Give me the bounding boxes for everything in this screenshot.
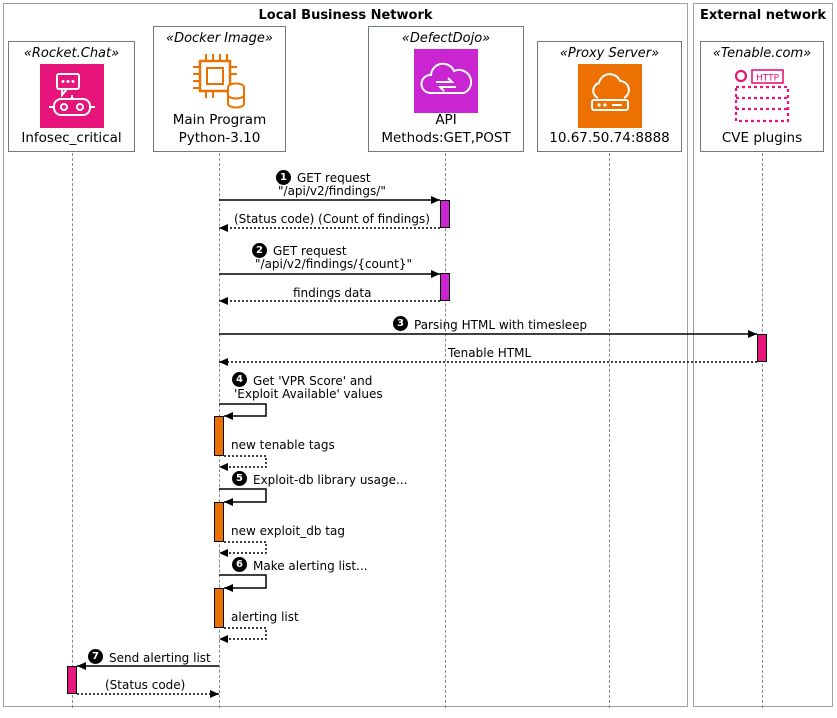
reply-label-5: new exploit_db tag — [231, 524, 345, 538]
arrow-r6 — [219, 627, 267, 643]
step-number-4: 4 — [232, 372, 247, 387]
reply-label-3: Tenable HTML — [448, 346, 532, 360]
participant-stereotype: «Tenable.com» — [712, 46, 812, 61]
reply-label-7: (Status code) — [105, 678, 186, 692]
participant-defectdojo: «DefectDojo» API Methods:GET,POST — [368, 26, 524, 152]
http-label: HTTP — [756, 74, 780, 84]
lifeline-tenable — [762, 153, 763, 708]
message-label-2-line2: "/api/v2/findings/{count}" — [255, 257, 412, 271]
arrow-m5 — [219, 488, 267, 506]
participant-name: Main Program — [172, 112, 267, 128]
local-network-title: Local Business Network — [258, 8, 433, 23]
participant-name: Infosec_critical — [21, 130, 122, 146]
message-label-2: GET request — [273, 244, 347, 258]
arrow-r5 — [219, 541, 267, 557]
participant-stereotype: «Docker Image» — [166, 31, 273, 46]
message-label-1-line2: "/api/v2/findings/" — [278, 184, 386, 198]
participant-main-program: «Docker Image» Main Program Python-3.10 — [153, 26, 286, 152]
participant-name: API — [435, 112, 457, 128]
step-number-6: 6 — [232, 557, 247, 572]
step-number-1: 1 — [276, 170, 291, 185]
participant-name: CVE plugins — [721, 130, 803, 146]
participant-name-line2: Python-3.10 — [178, 130, 261, 146]
activation-main-3 — [214, 588, 224, 628]
reply-label-6: alerting list — [231, 610, 299, 624]
cloud-sync-icon — [414, 49, 478, 113]
message-label-5: Exploit-db library usage... — [253, 473, 408, 487]
message-label-1: GET request — [297, 171, 371, 185]
activation-main-2 — [214, 502, 224, 542]
external-network-title: External network — [699, 8, 826, 23]
message-label-6: Make alerting list... — [253, 559, 368, 573]
rocket-chat-bot-icon — [40, 64, 104, 128]
http-icon: HTTP — [731, 64, 795, 128]
activation-defectdojo-1 — [440, 200, 450, 228]
message-label-3: Parsing HTML with timesleep — [414, 318, 588, 332]
chip-database-icon — [186, 49, 250, 113]
reply-label-1: (Status code) (Count of findings) — [234, 212, 430, 226]
step-number-3: 3 — [393, 316, 408, 331]
participant-proxy-server: «Proxy Server» 10.67.50.74:8888 — [537, 41, 682, 152]
activation-rocket-chat — [67, 666, 77, 694]
participant-tenable: «Tenable.com» HTTP CVE plugins — [700, 41, 824, 152]
lifeline-proxy-server — [609, 153, 610, 708]
step-number-2: 2 — [252, 243, 267, 258]
participant-name-line2: Methods:GET,POST — [381, 130, 511, 146]
participant-stereotype: «Rocket.Chat» — [23, 46, 120, 61]
lifeline-defectdojo — [445, 153, 446, 708]
lifeline-rocket-chat — [72, 153, 73, 708]
reply-label-2: findings data — [293, 286, 372, 300]
message-label-4-line2: 'Exploit Available' values — [234, 387, 383, 401]
activation-defectdojo-2 — [440, 273, 450, 301]
message-label-7: Send alerting list — [109, 651, 211, 665]
reply-label-4: new tenable tags — [231, 438, 335, 452]
participant-stereotype: «DefectDojo» — [401, 31, 491, 46]
message-label-4: Get 'VPR Score' and — [253, 374, 373, 388]
participant-name: 10.67.50.74:8888 — [549, 130, 670, 146]
participant-stereotype: «Proxy Server» — [559, 46, 660, 61]
participant-rocket-chat: «Rocket.Chat» Infosec_critical — [8, 41, 135, 152]
cloud-router-icon — [578, 64, 642, 128]
step-number-5: 5 — [232, 471, 247, 486]
arrow-m6 — [219, 574, 267, 592]
step-number-7: 7 — [88, 649, 103, 664]
activation-tenable — [757, 334, 767, 362]
arrow-r4 — [219, 455, 267, 471]
arrow-m4 — [219, 403, 267, 420]
activation-main-1 — [214, 416, 224, 456]
